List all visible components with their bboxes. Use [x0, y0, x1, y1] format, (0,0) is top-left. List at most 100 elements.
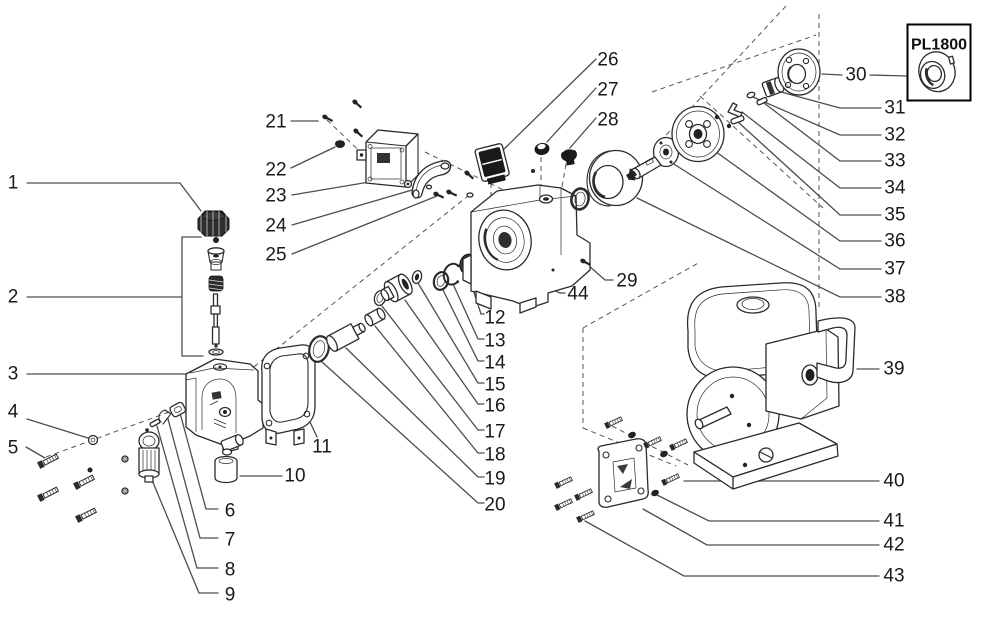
callout-label-4: 4	[8, 402, 19, 423]
part-pump-head-housing	[185, 358, 264, 456]
callout-label-13: 13	[484, 331, 505, 352]
callout-label-27: 27	[597, 80, 618, 101]
leader-line-24	[291, 187, 420, 226]
part-inlet-gasket	[169, 401, 187, 418]
leader-line-30	[821, 73, 908, 77]
part-control-box	[356, 129, 419, 189]
part-handle-bracket	[411, 160, 452, 199]
part-cap-plug	[561, 148, 577, 166]
callout-label-33: 33	[884, 151, 905, 172]
model-inset-box: PL1800	[906, 23, 972, 102]
leader-line-2	[26, 236, 204, 357]
part-plunger	[326, 322, 366, 352]
part-small-washer	[411, 269, 423, 285]
callout-label-2: 2	[8, 287, 19, 308]
leader-line-22	[290, 146, 336, 169]
callout-label-1: 1	[8, 173, 19, 194]
callout-label-11: 11	[312, 437, 332, 458]
part-mounting-bolts	[36, 452, 129, 524]
part-drive-shaft	[626, 136, 680, 180]
leader-line-9	[151, 479, 219, 594]
callout-label-39: 39	[883, 359, 904, 380]
leader-line-36	[711, 148, 882, 242]
callout-label-3: 3	[8, 364, 19, 385]
leader-line-27	[546, 87, 597, 143]
callout-label-9: 9	[225, 585, 236, 606]
leader-line-14	[442, 289, 485, 362]
callout-label-34: 34	[884, 178, 906, 199]
part-bushing	[364, 307, 386, 327]
callout-label-36: 36	[884, 231, 905, 252]
part-flywheel	[671, 105, 725, 163]
part-retaining-ring	[432, 271, 450, 291]
callout-label-28: 28	[597, 110, 618, 131]
part-small-plug-dot	[531, 169, 535, 173]
callout-label-12: 12	[484, 308, 505, 329]
leader-line-42	[642, 508, 880, 546]
part-bearing-drum	[586, 149, 644, 207]
part-cylinder-sleeve	[214, 455, 238, 484]
leader-line-33	[763, 102, 882, 162]
callout-label-32: 32	[884, 125, 905, 146]
part-screws-top	[321, 98, 475, 200]
callout-label-15: 15	[484, 375, 505, 396]
callout-label-14: 14	[484, 353, 506, 374]
part-bearing	[380, 273, 413, 303]
leader-line-18	[374, 325, 485, 454]
callout-label-7: 7	[225, 530, 236, 551]
leader-line-4	[26, 418, 89, 439]
part-snap-ring	[442, 262, 460, 286]
callout-label-10: 10	[284, 466, 305, 487]
leader-line-19	[345, 347, 485, 478]
leader-line-6	[179, 412, 219, 510]
callout-label-23: 23	[265, 186, 286, 207]
part-crankcase-o-ring	[570, 187, 590, 211]
part-grommet	[335, 139, 345, 148]
part-engine-bolts	[553, 415, 689, 524]
part-outlet-valve-assembly	[207, 237, 225, 356]
callout-label-30: 30	[845, 65, 866, 86]
callout-label-17: 17	[484, 422, 505, 443]
part-mounting-plate	[597, 438, 649, 508]
leader-line-31	[780, 91, 882, 109]
callout-label-37: 37	[884, 259, 905, 280]
callout-label-25: 25	[265, 245, 286, 266]
part-outlet-cap	[197, 210, 230, 237]
callout-label-43: 43	[883, 566, 904, 587]
leader-line-26	[500, 58, 597, 153]
leader-line-32	[752, 96, 882, 136]
callout-label-41: 41	[883, 511, 904, 532]
leader-line-15	[417, 282, 485, 384]
leader-line-29	[587, 264, 614, 281]
part-cover-plate-gasket	[261, 344, 316, 446]
callout-label-18: 18	[484, 445, 505, 466]
part-engine-flange	[777, 48, 821, 96]
callout-label-24: 24	[265, 216, 287, 237]
callout-label-21: 21	[265, 112, 286, 133]
leader-lines	[25, 58, 908, 594]
callout-label-5: 5	[8, 438, 19, 459]
callout-labels: 1 2 3 4 5 6 7 8 9 10 11 12 13 14 15 16 1…	[8, 50, 906, 606]
leader-line-5	[25, 446, 46, 459]
clutch-pulley-inset-drawing	[918, 51, 956, 93]
model-label: PL1800	[911, 37, 967, 54]
callout-label-38: 38	[884, 287, 905, 308]
leader-line-16	[404, 299, 485, 405]
leader-line-20	[320, 360, 485, 504]
callout-label-16: 16	[484, 396, 505, 417]
callout-label-22: 22	[265, 160, 286, 181]
part-key-and-pins	[714, 91, 768, 129]
part-power-switch	[474, 143, 510, 185]
callout-label-29: 29	[616, 271, 637, 292]
callout-label-6: 6	[225, 501, 236, 522]
callout-label-19: 19	[484, 469, 505, 490]
leader-line-37	[668, 160, 882, 270]
callout-label-8: 8	[225, 560, 236, 581]
leader-line-34	[741, 111, 882, 189]
part-inlet-pin	[145, 418, 161, 432]
leader-line-38	[636, 197, 882, 298]
part-engine	[686, 282, 856, 490]
part-inlet-filter	[138, 431, 160, 483]
leader-line-1	[26, 182, 202, 212]
